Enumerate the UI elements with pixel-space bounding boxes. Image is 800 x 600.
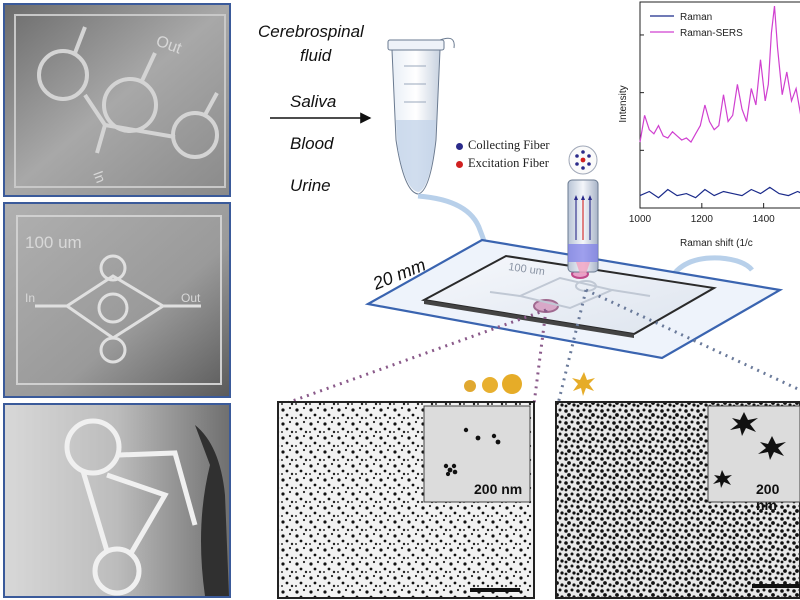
source-cerebrospinal: Cerebrospinal	[258, 22, 364, 41]
series-line-raman-sers	[639, 6, 800, 144]
legend-excitation-label: Excitation Fiber	[468, 156, 549, 170]
tem-inset-nanostars	[707, 405, 800, 503]
photo-middle-in-label: In	[25, 291, 35, 305]
guide-line-left-b	[532, 309, 548, 405]
photo-top-in-label: In	[90, 169, 109, 185]
x-tick-label-1200: 1200	[691, 214, 714, 225]
chart-x-ticks: 1000 1200 1400	[629, 34, 776, 225]
tem-scalebar-nanostars	[752, 584, 800, 588]
sample-tube	[387, 37, 455, 195]
tem-scalebar-nanospheres	[470, 588, 520, 592]
chip-channel-label: 100 um	[508, 261, 546, 278]
photo-middle-scale-label: 100 um	[25, 233, 82, 252]
source-urine: Urine	[290, 176, 331, 195]
guide-line-right-b	[585, 288, 800, 392]
photo-chip-top-image: Out In	[5, 5, 229, 195]
legend-excitation-fiber: Excitation Fiber	[456, 156, 549, 171]
photo-chip-bottom-image	[5, 405, 229, 596]
outlet-tubing	[665, 255, 754, 286]
gold-nanostar-icon	[572, 372, 595, 396]
x-tick-label-1400: 1400	[753, 214, 776, 225]
microfluidic-chip	[364, 238, 784, 360]
chart-legend: Raman Raman-SERS	[650, 12, 743, 39]
source-blood: Blood	[290, 134, 334, 153]
series-line-raman	[639, 186, 800, 199]
tem-scale-label-nanospheres: 200 nm	[474, 481, 523, 497]
excitation-fiber-dot-icon	[456, 160, 463, 168]
legend-collecting-fiber: Collecting Fiber	[456, 138, 550, 153]
guide-line-left-a	[283, 308, 547, 406]
legend-label-raman: Raman	[680, 12, 712, 23]
source-fluid: fluid	[300, 46, 332, 65]
tem-scale-label-nanostars: 200 nm	[756, 481, 780, 513]
legend-label-sers: Raman-SERS	[680, 28, 743, 39]
photo-chip-middle: 100 um In Out	[3, 202, 231, 398]
photo-chip-bottom	[3, 403, 231, 598]
chart-series-lines	[639, 6, 800, 199]
source-saliva: Saliva	[290, 92, 337, 111]
x-tick-label-1000: 1000	[629, 214, 652, 225]
photo-middle-out-label: Out	[181, 291, 201, 305]
chart-xlabel: Raman shift (1/c	[680, 238, 753, 249]
chart-ylabel: Intensity	[618, 85, 629, 122]
photo-chip-top: Out In	[3, 3, 231, 197]
chart-plot-area	[639, 1, 800, 209]
chip-slide	[420, 254, 717, 336]
photo-chip-middle-image: 100 um In Out	[5, 204, 229, 396]
gold-nanosphere-icon	[464, 374, 522, 394]
collecting-fiber-dot-icon	[456, 142, 463, 150]
legend-collecting-label: Collecting Fiber	[468, 138, 550, 152]
fiber-probe	[567, 145, 599, 274]
tem-inset-nanospheres	[423, 405, 531, 503]
